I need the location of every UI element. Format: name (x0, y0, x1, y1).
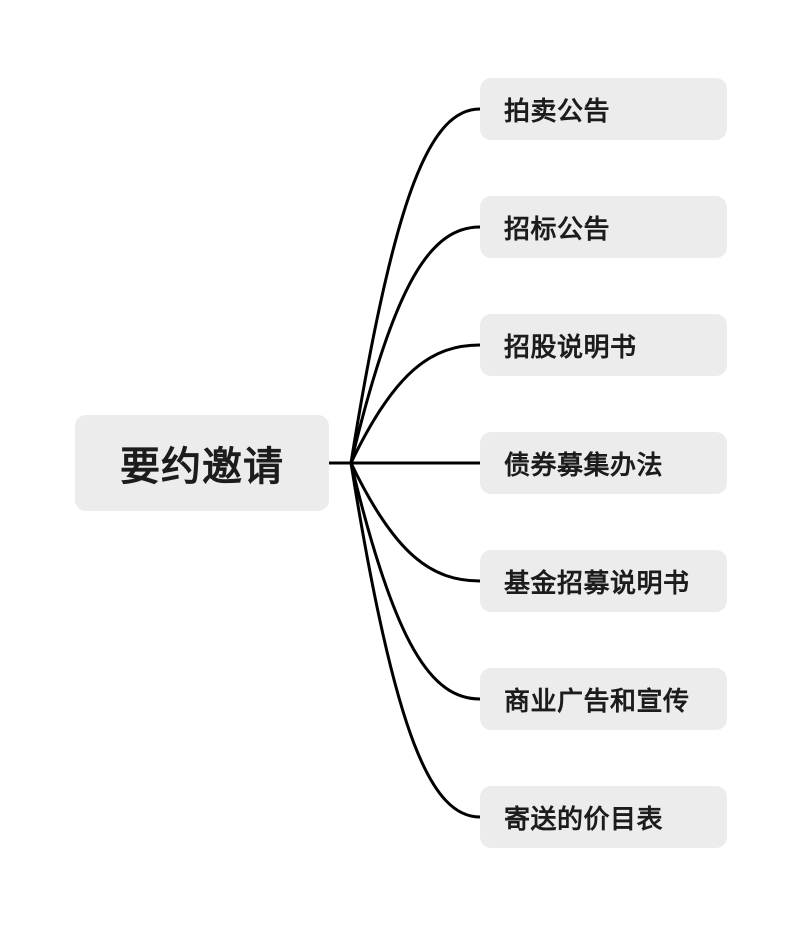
root-node-label: 要约邀请 (120, 445, 284, 489)
branch-node-ipo-prospectus[interactable]: 招股说明书 (480, 314, 727, 376)
branch-node-label: 寄送的价目表 (504, 803, 664, 834)
connector-line (349, 461, 482, 819)
connector-line (349, 225, 482, 465)
branch-node-bid-notice[interactable]: 招标公告 (480, 196, 727, 258)
branch-node-mailed-price-list[interactable]: 寄送的价目表 (480, 786, 727, 848)
branch-node-bond-raising-method[interactable]: 债券募集办法 (480, 432, 727, 494)
branch-node-label: 债券募集办法 (504, 449, 664, 480)
root-node[interactable]: 要约邀请 (75, 415, 329, 511)
branch-node-label: 招股说明书 (504, 331, 637, 362)
connector-line (349, 343, 482, 465)
branch-node-label: 商业广告和宣传 (504, 685, 690, 716)
branch-node-label: 拍卖公告 (504, 95, 611, 126)
connector-line (349, 461, 482, 583)
branch-node-auction-notice[interactable]: 拍卖公告 (480, 78, 727, 140)
branch-node-label: 基金招募说明书 (504, 567, 690, 598)
connector-line (349, 461, 482, 701)
branch-node-label: 招标公告 (504, 213, 611, 244)
branch-node-fund-prospectus[interactable]: 基金招募说明书 (480, 550, 727, 612)
connector-line (349, 107, 482, 465)
branch-node-commercial-ads[interactable]: 商业广告和宣传 (480, 668, 727, 730)
